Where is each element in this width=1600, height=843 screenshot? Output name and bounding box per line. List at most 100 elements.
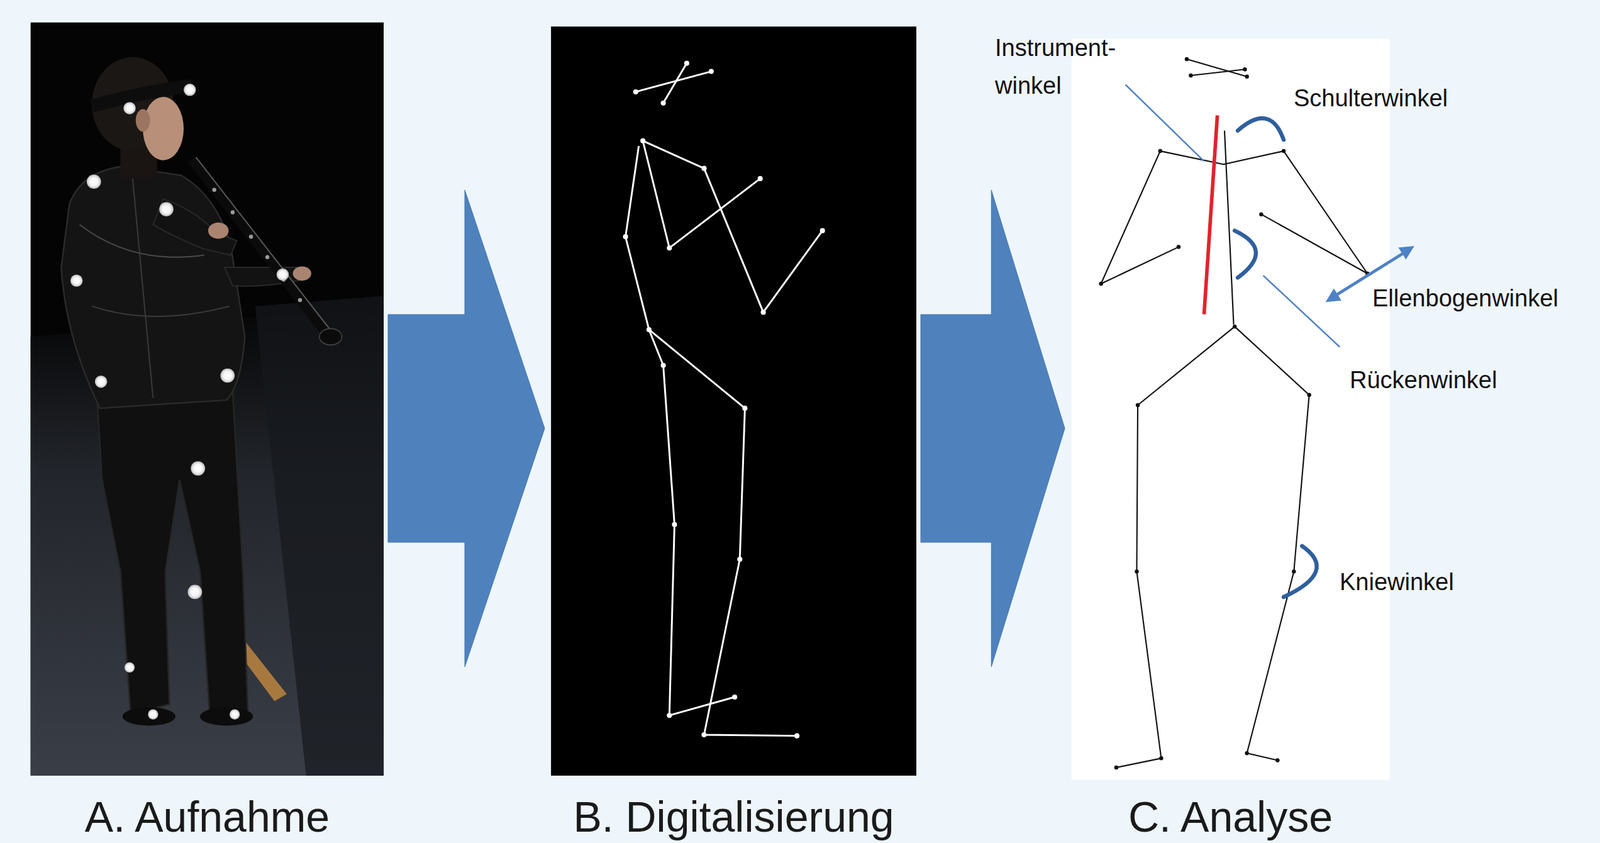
analysis-skeleton bbox=[1071, 38, 1415, 780]
digitized-skeleton-part-part bbox=[642, 140, 823, 313]
digitized-skeleton-part-part bbox=[737, 556, 743, 562]
analysis-skeleton-part-part bbox=[1160, 150, 1284, 165]
recording-photo-part bbox=[70, 83, 289, 720]
analysis-skeleton-part-part bbox=[1176, 244, 1181, 249]
analysis-skeleton-part-part bbox=[1275, 757, 1280, 762]
recording-photo-part bbox=[142, 96, 184, 161]
recording-photo-part-part bbox=[249, 234, 253, 239]
digitized-skeleton-part-part bbox=[708, 69, 714, 75]
recording-photo-part-part bbox=[230, 210, 235, 214]
angle-label: Instrument- winkel bbox=[994, 28, 1150, 105]
analysis-skeleton-part-part bbox=[1224, 130, 1234, 325]
analysis-skeleton-part-part bbox=[1306, 393, 1311, 397]
analysis-skeleton-part-part bbox=[1291, 569, 1296, 573]
analysis-skeleton-part bbox=[1098, 57, 1370, 770]
panel-area bbox=[1064, 38, 1397, 780]
analysis-skeleton-part-part bbox=[1261, 150, 1368, 274]
digitized-skeleton-part-part bbox=[642, 140, 761, 248]
digitized-skeleton-part-part bbox=[671, 522, 677, 528]
double-arrow bbox=[1325, 245, 1415, 302]
analysis-skeleton-part bbox=[1101, 59, 1368, 768]
recording-photo-part bbox=[319, 328, 343, 345]
analysis-skeleton-part-part bbox=[1101, 150, 1179, 284]
angle-arc-part bbox=[1234, 230, 1256, 278]
recording-photo-part-part bbox=[229, 708, 240, 719]
block-arrow bbox=[920, 189, 1065, 667]
analysis-skeleton-part-part bbox=[1116, 405, 1162, 768]
block-arrow bbox=[388, 189, 545, 667]
recording-photo-part-part bbox=[265, 255, 270, 260]
recording-photo-part bbox=[200, 706, 253, 726]
digitized-skeleton-part-part bbox=[640, 138, 646, 144]
recording-photo-part bbox=[196, 157, 336, 338]
analysis-skeleton-part bbox=[1071, 38, 1390, 780]
recording-photo-part bbox=[30, 22, 384, 776]
leader-line bbox=[1125, 84, 1341, 348]
analysis-skeleton-part-part bbox=[1114, 765, 1119, 770]
double-arrow-part bbox=[1334, 252, 1406, 297]
panel-node: B. Digitalisierung bbox=[544, 26, 923, 838]
analysis-skeleton-part-part bbox=[1244, 74, 1249, 78]
recording-photo-part-part bbox=[123, 101, 136, 114]
digitized-skeleton-part-part bbox=[625, 145, 650, 330]
digitized-skeleton-part-part bbox=[742, 405, 748, 411]
panel-area bbox=[544, 26, 923, 776]
recording-photo-part-part bbox=[86, 174, 102, 189]
recording-photo-part-part bbox=[276, 268, 289, 281]
analysis-skeleton-part-part bbox=[1184, 57, 1189, 62]
panel-node: C. Analyse bbox=[1064, 38, 1397, 838]
angle-arc-part bbox=[1237, 118, 1284, 140]
angle-label: Schulterwinkel bbox=[1293, 83, 1448, 113]
reference-line bbox=[1203, 115, 1217, 314]
digitized-skeleton-part-part bbox=[757, 176, 763, 182]
recording-photo-part-part bbox=[190, 461, 206, 476]
recording-photo-part bbox=[208, 222, 229, 239]
digitized-skeleton-part-part bbox=[701, 166, 707, 172]
panel-caption: B. Digitalisierung bbox=[544, 794, 923, 838]
digitized-skeleton-part-part bbox=[820, 228, 826, 234]
analysis-skeleton-part-part bbox=[1188, 73, 1193, 78]
recording-photo-part-part bbox=[124, 662, 135, 673]
analysis-skeleton-part-part bbox=[1190, 69, 1245, 76]
recording-photo-part bbox=[96, 389, 248, 723]
digitized-skeleton-part-part bbox=[761, 309, 767, 315]
recording-photo bbox=[30, 22, 384, 776]
recording-photo-part-part bbox=[159, 201, 174, 217]
analysis-skeleton-part-part bbox=[1137, 326, 1310, 406]
digitized-skeleton-part-part bbox=[661, 362, 667, 368]
digitized-skeleton-part bbox=[623, 61, 826, 739]
recording-photo-part bbox=[132, 178, 153, 399]
digitized-skeleton-part-part bbox=[684, 61, 690, 67]
digitized-skeleton-part-part bbox=[701, 732, 707, 738]
angle-arc bbox=[1234, 118, 1317, 597]
leader-line-part bbox=[1125, 84, 1205, 162]
analysis-skeleton-part-part bbox=[1134, 569, 1139, 573]
panel-caption: C. Analyse bbox=[1064, 794, 1397, 838]
recording-photo-part-part bbox=[298, 298, 302, 302]
analysis-skeleton-part-part bbox=[1135, 403, 1140, 407]
analysis-skeleton-part-part bbox=[1159, 755, 1163, 760]
recording-photo-part bbox=[293, 266, 312, 281]
digitized-skeleton-part-part bbox=[646, 327, 652, 333]
recording-photo-part-part bbox=[70, 274, 83, 287]
recording-photo-part bbox=[135, 109, 151, 133]
digitized-skeleton-part-part bbox=[633, 89, 639, 95]
recording-photo-part-part bbox=[147, 708, 158, 719]
recording-photo-part bbox=[91, 85, 192, 106]
recording-photo-part-part bbox=[188, 584, 203, 600]
digitized-skeleton-part bbox=[550, 26, 917, 776]
digitized-skeleton-part-part bbox=[649, 329, 735, 716]
angle-label: Kniewinkel bbox=[1339, 567, 1455, 597]
digitized-skeleton-part-part bbox=[666, 245, 672, 251]
digitized-skeleton-part-part bbox=[732, 694, 738, 700]
recording-photo-part-part bbox=[211, 187, 216, 192]
double-arrow-part bbox=[1325, 288, 1342, 303]
digitized-skeleton-part-part bbox=[635, 71, 712, 92]
analysis-skeleton-part-part bbox=[1259, 211, 1263, 216]
analysis-skeleton-part-part bbox=[1157, 149, 1162, 153]
